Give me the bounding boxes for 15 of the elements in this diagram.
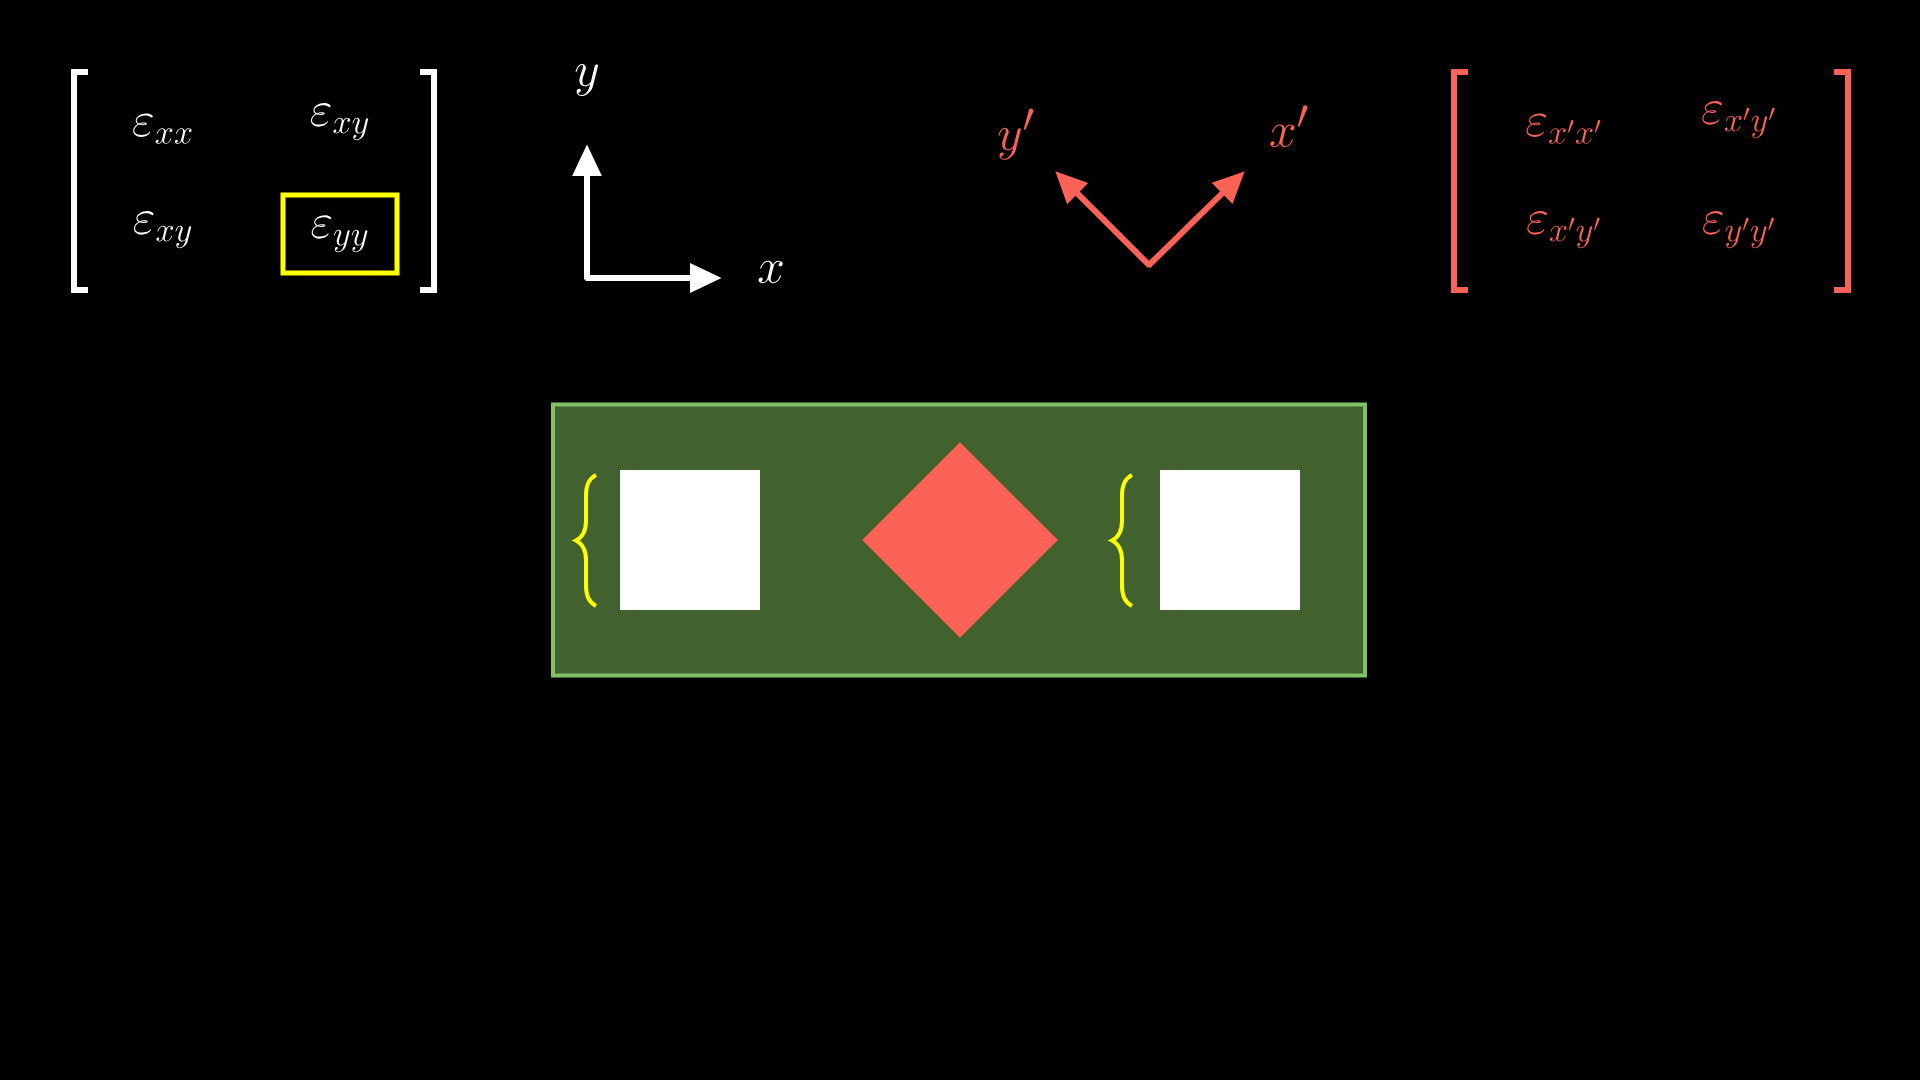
matrix-entry: $\varepsilon_{xx}$ (133, 113, 192, 144)
highlight-box: $\varepsilon_{yy}$ (280, 192, 400, 276)
matrix-entry: $\varepsilon_{y'y'}$ (1703, 211, 1774, 249)
axis-label: $x$ (758, 260, 783, 284)
axis-label: $y'$ (998, 108, 1034, 160)
matrix-entry: $\varepsilon_{x'y'}$ (1702, 101, 1775, 139)
axis-label: $y$ (575, 63, 598, 97)
diamond (862, 442, 1058, 638)
axis-label: $x'$ (1270, 105, 1308, 148)
square (1160, 470, 1300, 610)
matrix-entry: $\varepsilon_{x'y'}$ (1527, 211, 1600, 249)
matrix-entry: $\varepsilon_{xy}$ (133, 211, 192, 249)
matrix-entry: $\varepsilon_{x'x'}$ (1526, 113, 1601, 144)
square (620, 470, 760, 610)
matrix-entry: $\varepsilon_{xy}$ (310, 103, 369, 141)
